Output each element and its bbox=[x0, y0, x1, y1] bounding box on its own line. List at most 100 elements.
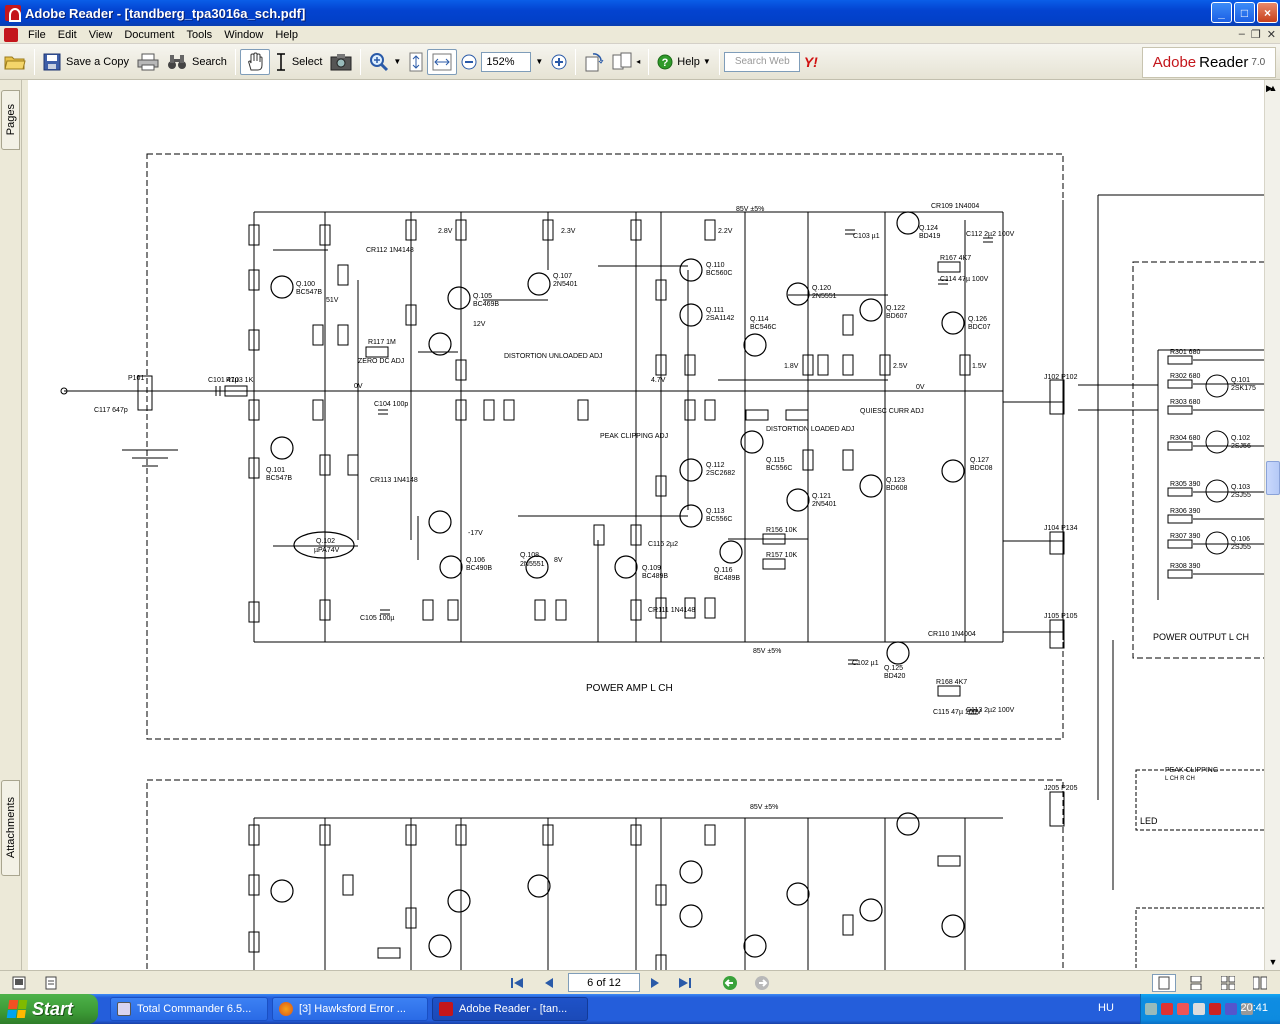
first-page-button[interactable] bbox=[508, 974, 526, 992]
start-button[interactable]: Start bbox=[0, 994, 98, 1024]
part-label: 2N5551 bbox=[520, 561, 545, 568]
menu-help[interactable]: Help bbox=[275, 28, 298, 41]
part-label: R167 4K7 bbox=[940, 255, 971, 262]
hand-tool-button[interactable] bbox=[239, 48, 270, 75]
single-page-view-button[interactable] bbox=[1152, 974, 1176, 992]
transistors-top bbox=[270, 211, 965, 665]
search-button[interactable]: Search bbox=[163, 49, 231, 75]
antivirus-tray-icon[interactable] bbox=[1177, 1003, 1189, 1015]
brand-product: Reader bbox=[1199, 54, 1249, 71]
peak-clipping-label: PEAK CLIPPING bbox=[1165, 767, 1218, 774]
save-copy-button[interactable]: Save a Copy bbox=[39, 49, 133, 75]
clock[interactable]: 20:41 bbox=[1240, 1002, 1268, 1014]
continuous-view-button[interactable] bbox=[1186, 974, 1206, 992]
tab-attachments[interactable]: Attachments bbox=[1, 780, 20, 876]
menu-window[interactable]: Window bbox=[224, 28, 264, 41]
continuous-facing-view-button[interactable] bbox=[1218, 974, 1238, 992]
bluetooth-tray-icon[interactable] bbox=[1225, 1003, 1237, 1015]
page-layout-button[interactable]: ◂ bbox=[608, 49, 644, 75]
misc-tray-icon[interactable] bbox=[1241, 1003, 1253, 1015]
menu-view[interactable]: View bbox=[88, 28, 113, 41]
next-page-button[interactable] bbox=[646, 974, 664, 992]
menu-document[interactable]: Document bbox=[124, 28, 175, 41]
fit-width-button[interactable] bbox=[427, 48, 458, 75]
distortion-unloaded-label: DISTORTION UNLOADED ADJ bbox=[504, 353, 603, 360]
part-label: Q.115 bbox=[766, 457, 785, 464]
search-web-input[interactable]: Search Web bbox=[723, 51, 800, 72]
panel-splitter[interactable] bbox=[22, 80, 28, 970]
toolbar: Save a Copy Search Select ▼ 152% ▼ ◂ bbox=[0, 44, 1280, 80]
led-label: LED bbox=[1140, 816, 1158, 826]
last-page-button[interactable] bbox=[676, 974, 694, 992]
network-tray-icon[interactable] bbox=[1145, 1003, 1157, 1015]
connectors bbox=[60, 375, 1065, 827]
adobe-reader-logo[interactable]: Adobe Reader 7.0 bbox=[1142, 47, 1276, 78]
scroll-up-icon[interactable]: ▲ bbox=[1268, 83, 1278, 93]
close-button[interactable]: × bbox=[1257, 2, 1278, 23]
task-label: Total Commander 6.5... bbox=[137, 1003, 252, 1015]
taskbar-item-adobe-reader[interactable]: Adobe Reader - [tan... bbox=[432, 997, 588, 1021]
scroll-thumb[interactable] bbox=[1266, 461, 1280, 495]
go-back-button[interactable] bbox=[720, 974, 740, 992]
title-bar: Adobe Reader - [tandberg_tpa3016a_sch.pd… bbox=[0, 0, 1280, 26]
supply-block2-label: 85V ±5% bbox=[750, 804, 778, 811]
part-label: Q.125 bbox=[884, 665, 903, 672]
part-label: C114 47µ 100V bbox=[940, 276, 989, 283]
part-label: Q.102 bbox=[1231, 435, 1250, 442]
zoom-dropdown-arrow-icon[interactable]: ▼ bbox=[393, 57, 402, 66]
zoom-in-button[interactable] bbox=[547, 49, 571, 75]
peak-clipping-sub-label: L CH R CH bbox=[1165, 776, 1195, 782]
adobe-reader-icon[interactable] bbox=[5, 5, 21, 22]
open-button[interactable] bbox=[0, 49, 30, 75]
snapshot-tool-button[interactable] bbox=[326, 49, 356, 75]
menu-file[interactable]: File bbox=[28, 28, 46, 41]
menu-edit[interactable]: Edit bbox=[57, 28, 77, 41]
part-label: BC556C bbox=[766, 465, 792, 472]
tab-pages[interactable]: Pages bbox=[1, 90, 20, 150]
layout-arrow-icon: ◂ bbox=[636, 57, 641, 66]
menu-tools[interactable]: Tools bbox=[186, 28, 213, 41]
scroll-down-icon[interactable]: ▼ bbox=[1268, 957, 1278, 967]
previous-page-button[interactable] bbox=[540, 974, 558, 992]
maximize-button[interactable]: □ bbox=[1234, 2, 1255, 23]
single-page-icon bbox=[1158, 976, 1170, 990]
save-copy-label: Save a Copy bbox=[66, 55, 129, 68]
zoom-in-tool-button[interactable]: ▼ bbox=[365, 49, 405, 75]
task-label: [3] Hawksford Error ... bbox=[299, 1003, 406, 1015]
zoom-level-dropdown[interactable]: ▼ bbox=[531, 49, 547, 75]
part-label: Q.101 bbox=[1231, 377, 1250, 384]
document-view[interactable]: POWER AMP L CH POWER OUTPUT L CH LED PEA… bbox=[28, 80, 1264, 970]
minimize-button[interactable]: _ bbox=[1211, 2, 1232, 23]
app-tray-icon[interactable] bbox=[1209, 1003, 1221, 1015]
page-thumbnail-icon[interactable] bbox=[10, 974, 28, 992]
print-button[interactable] bbox=[133, 49, 163, 75]
rotate-view-button[interactable] bbox=[580, 49, 608, 75]
part-label: Q.105 bbox=[473, 293, 492, 300]
doc-minimize-icon[interactable]: – bbox=[1238, 28, 1245, 40]
yahoo-search-button[interactable]: Y! bbox=[800, 49, 822, 75]
page-size-icon[interactable] bbox=[42, 974, 60, 992]
document-icon[interactable] bbox=[4, 27, 18, 42]
zoom-level-input[interactable]: 152% bbox=[481, 51, 532, 72]
taskbar-item-firefox[interactable]: [3] Hawksford Error ... bbox=[272, 997, 428, 1021]
doc-close-icon[interactable]: ✕ bbox=[1266, 29, 1276, 41]
help-button[interactable]: ? Help ▼ bbox=[653, 49, 715, 75]
taskbar-item-total-commander[interactable]: Total Commander 6.5... bbox=[110, 997, 268, 1021]
part-label: Q.101 bbox=[266, 467, 285, 474]
page-number-input[interactable]: 6 of 12 bbox=[568, 973, 640, 992]
select-tool-button[interactable]: Select bbox=[270, 49, 327, 75]
volume-tray-icon[interactable] bbox=[1193, 1003, 1205, 1015]
doc-restore-icon[interactable]: ❐ bbox=[1250, 29, 1261, 41]
part-label: R103 1K bbox=[226, 377, 254, 384]
go-forward-button[interactable] bbox=[752, 974, 772, 992]
magnifier-icon bbox=[370, 52, 389, 71]
security-tray-icon[interactable] bbox=[1161, 1003, 1173, 1015]
vertical-scrollbar[interactable]: ▲ ▼ bbox=[1264, 80, 1280, 970]
help-label: Help bbox=[677, 55, 700, 68]
panel-collapse-arrow-icon[interactable]: ▶ bbox=[1266, 83, 1273, 93]
facing-view-button[interactable] bbox=[1250, 974, 1270, 992]
part-label: C102 µ1 bbox=[852, 660, 879, 667]
zoom-out-button[interactable] bbox=[457, 49, 481, 75]
actual-size-button[interactable] bbox=[405, 49, 427, 75]
language-indicator[interactable]: HU bbox=[1098, 1002, 1114, 1014]
